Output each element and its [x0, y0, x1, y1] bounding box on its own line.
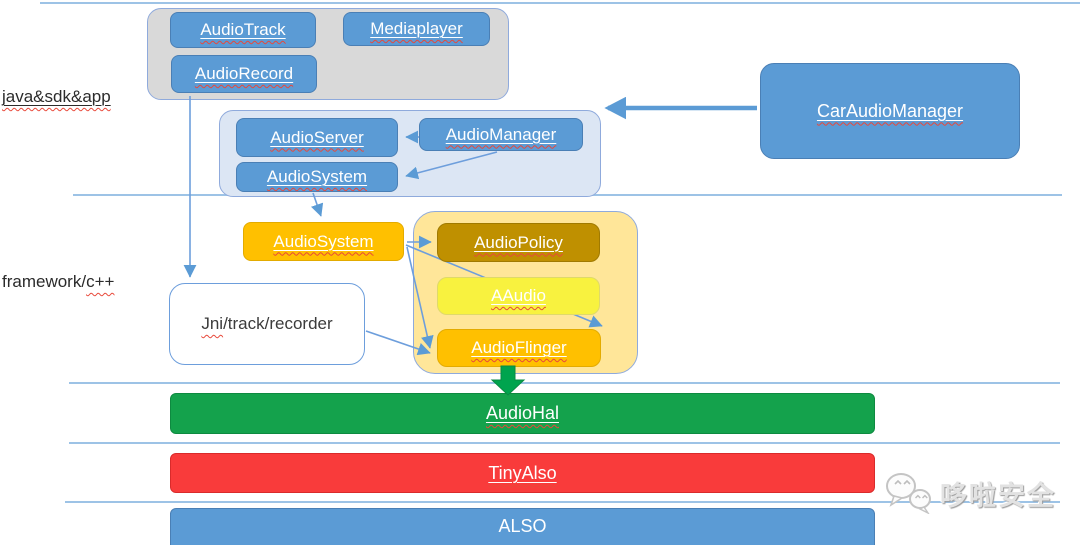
- framework-label-cpp: c++: [86, 272, 115, 291]
- aaudio-underline: AAudio: [491, 286, 546, 306]
- watermark-text: 哆啦安全: [940, 480, 1056, 511]
- box-mediaplayer: Mediaplayer: [343, 12, 490, 46]
- audiosystem-native-label: AudioSystem: [273, 231, 374, 251]
- audiorecord-underline: AudioRecord: [195, 64, 293, 84]
- box-audiorecord: AudioRecord: [171, 55, 317, 93]
- aaudio-label: AAudio: [491, 286, 546, 305]
- box-audiosystem-java: AudioSystem: [236, 162, 398, 192]
- box-audiopolicy: AudioPolicy: [437, 223, 600, 262]
- mediaplayer-label: Mediaplayer: [370, 19, 463, 38]
- java-label-text: java&sdk&app: [2, 87, 111, 106]
- watermark: 哆啦安全: [884, 472, 1056, 514]
- audioserver-label: AudioServer: [270, 127, 364, 147]
- box-audiotrack: AudioTrack: [170, 12, 316, 48]
- audiohal-underline: AudioHal: [486, 403, 559, 424]
- audiopolicy-label: AudioPolicy: [474, 232, 563, 252]
- audiomanager-underline: AudioManager: [446, 125, 557, 145]
- caraudiomanager-label: CarAudioManager: [816, 100, 964, 121]
- audiosystem-native-underline: AudioSystem: [273, 232, 373, 252]
- box-audiosystem-native: AudioSystem: [243, 222, 404, 261]
- bar-audiohal: AudioHal: [170, 393, 875, 434]
- box-caraudiomanager: CarAudioManager: [760, 63, 1020, 159]
- divider-framework-hal: [69, 382, 1060, 384]
- audiotrack-underline: AudioTrack: [200, 20, 285, 40]
- section-label-framework: framework/c++: [2, 272, 114, 292]
- bar-also: ALSO: [170, 508, 875, 545]
- jni-label: Jni/track/recorder: [201, 314, 332, 334]
- box-audioserver: AudioServer: [236, 118, 398, 157]
- box-audioflinger: AudioFlinger: [437, 329, 601, 367]
- audiohal-label: AudioHal: [485, 403, 560, 423]
- divider-top: [40, 2, 1080, 4]
- jni-label-rest: /track/recorder: [223, 314, 333, 333]
- bar-tinyalso: TinyAlso: [170, 453, 875, 493]
- audiotrack-label: AudioTrack: [200, 20, 286, 39]
- divider-tinyalso-also: [65, 501, 1060, 503]
- audioflinger-underline: AudioFlinger: [471, 338, 566, 358]
- tinyalso-underline: TinyAlso: [488, 463, 556, 484]
- audioserver-underline: AudioServer: [270, 128, 364, 148]
- audiomanager-label: AudioManager: [445, 124, 557, 144]
- audiosystem-java-label: AudioSystem: [266, 167, 368, 186]
- jni-label-wavy: Jni: [201, 314, 224, 333]
- box-jni-track-recorder: Jni/track/recorder: [169, 283, 365, 365]
- section-label-java: java&sdk&app: [2, 87, 111, 107]
- box-audiomanager: AudioManager: [419, 118, 583, 151]
- framework-label-prefix: framework/: [2, 272, 87, 291]
- audiopolicy-underline: AudioPolicy: [474, 233, 563, 253]
- audioflinger-label: AudioFlinger: [471, 338, 567, 357]
- audiorecord-label: AudioRecord: [194, 64, 294, 83]
- mediaplayer-underline: Mediaplayer: [370, 19, 463, 39]
- audiosystem-java-underline: AudioSystem: [267, 167, 367, 187]
- divider-hal-tinyalso: [69, 442, 1060, 444]
- java-label-underline: java&sdk&app: [2, 87, 111, 106]
- box-aaudio: AAudio: [437, 277, 600, 315]
- tinyalso-label: TinyAlso: [488, 462, 557, 483]
- also-label: ALSO: [498, 516, 547, 536]
- wechat-icon: [886, 473, 931, 514]
- caraudiomanager-underline: CarAudioManager: [817, 101, 963, 122]
